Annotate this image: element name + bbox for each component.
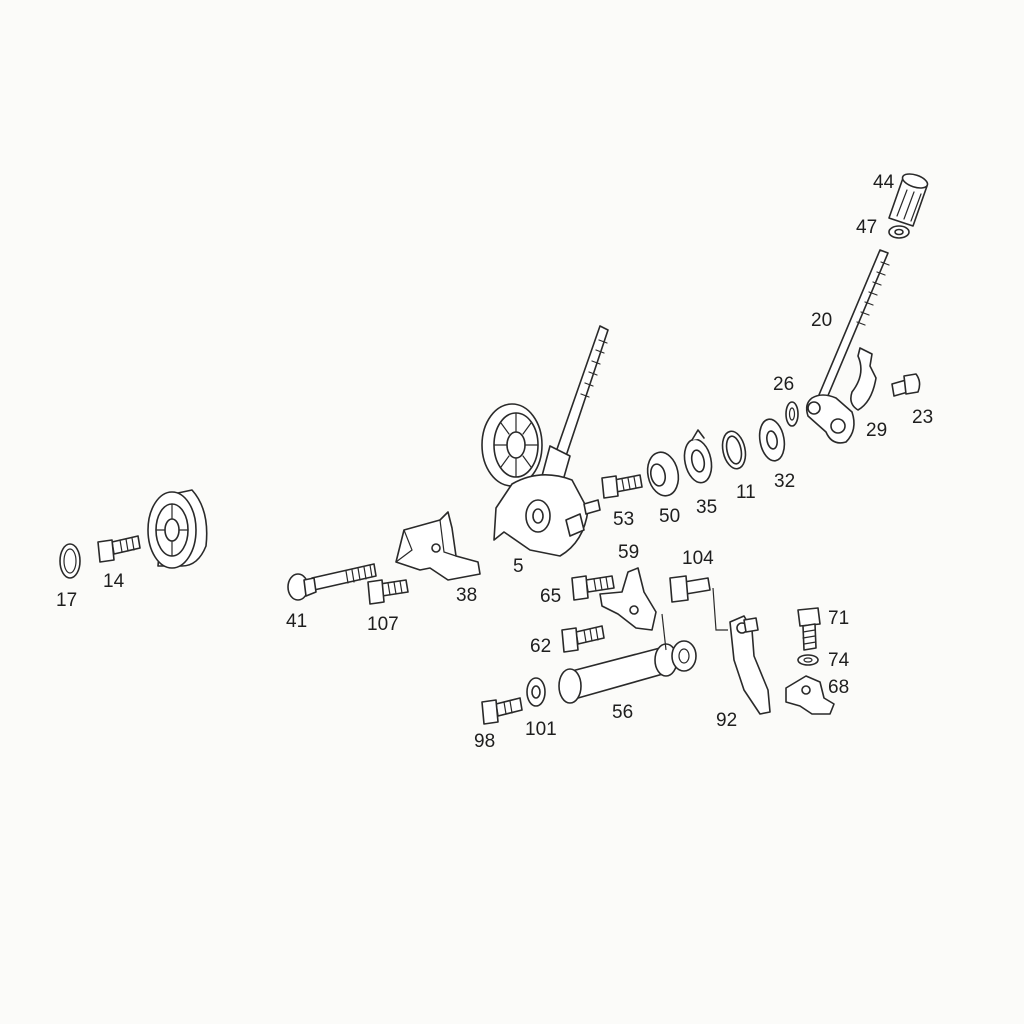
callout-41: 41 bbox=[286, 611, 307, 632]
part-92-arm bbox=[729, 615, 771, 715]
part-29-lever bbox=[805, 347, 877, 444]
part-101-washer bbox=[526, 677, 546, 707]
callout-26: 26 bbox=[773, 374, 794, 395]
callout-101: 101 bbox=[525, 719, 557, 740]
part-11-ring bbox=[721, 430, 747, 470]
part-35-tab-washer bbox=[683, 429, 713, 484]
callout-62: 62 bbox=[530, 636, 551, 657]
part-56-cylinder bbox=[558, 613, 697, 704]
callout-71: 71 bbox=[828, 608, 849, 629]
part-74-nut bbox=[797, 654, 819, 666]
callout-92: 92 bbox=[716, 710, 737, 731]
callout-20: 20 bbox=[811, 310, 832, 331]
part-50-bushing bbox=[646, 451, 680, 497]
callout-35: 35 bbox=[696, 497, 717, 518]
part-68-bracket bbox=[785, 675, 835, 715]
callout-44: 44 bbox=[873, 172, 895, 193]
callout-50: 50 bbox=[659, 506, 680, 527]
part-17-ring bbox=[59, 543, 81, 579]
part-53-bolt bbox=[601, 474, 643, 499]
part-26-clip bbox=[785, 401, 799, 427]
callout-59: 59 bbox=[618, 542, 639, 563]
part-47-washer bbox=[888, 225, 910, 239]
callout-14: 14 bbox=[103, 571, 125, 592]
callout-5: 5 bbox=[513, 556, 524, 577]
callout-38: 38 bbox=[456, 585, 477, 606]
callout-104: 104 bbox=[682, 548, 714, 569]
callout-98: 98 bbox=[474, 731, 495, 752]
callout-56: 56 bbox=[612, 702, 633, 723]
callout-53: 53 bbox=[613, 509, 634, 530]
callout-17: 17 bbox=[56, 590, 77, 611]
part-32-washer bbox=[758, 418, 786, 462]
callout-74: 74 bbox=[828, 650, 850, 671]
callout-29: 29 bbox=[866, 420, 887, 441]
callout-11: 11 bbox=[736, 482, 756, 503]
part-107-bolt bbox=[367, 579, 409, 605]
part-5-tensioner-assembly bbox=[481, 325, 609, 557]
part-23-bolt bbox=[891, 373, 921, 397]
part-38-bracket bbox=[395, 511, 481, 581]
part-14-pulley bbox=[147, 489, 208, 569]
part-98-bolt bbox=[481, 697, 523, 725]
part-71-bolt bbox=[797, 607, 821, 651]
callout-68: 68 bbox=[828, 677, 849, 698]
part-44-sleeve bbox=[888, 173, 929, 227]
part-14-bolt bbox=[97, 535, 141, 563]
callout-32: 32 bbox=[774, 471, 795, 492]
part-59-bracket bbox=[599, 567, 657, 631]
callout-107: 107 bbox=[367, 614, 399, 635]
part-41-long-bolt bbox=[287, 563, 377, 601]
callout-47: 47 bbox=[856, 217, 877, 238]
callout-23: 23 bbox=[912, 407, 933, 428]
part-62-bolt bbox=[561, 625, 605, 653]
callout-65: 65 bbox=[540, 586, 561, 607]
part-65-bolt bbox=[571, 575, 615, 601]
part-104-bolt bbox=[669, 575, 728, 631]
